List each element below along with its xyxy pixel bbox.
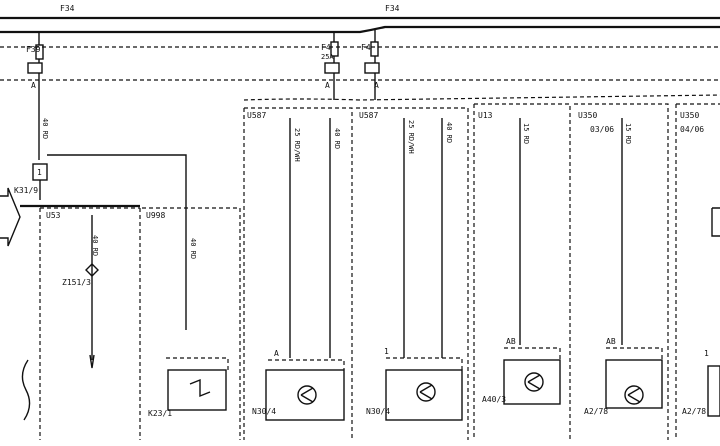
wire-color-label: 40 RD	[41, 118, 49, 139]
incoming-arrow	[0, 187, 21, 247]
power-bus: F34 F34	[0, 4, 720, 81]
splice-box-u350-a	[574, 103, 669, 440]
fuse-f39: F39 A	[26, 32, 44, 160]
splice-label: U13	[478, 111, 493, 120]
fuse-label: F39	[26, 45, 41, 54]
component-a2-78-b: 1 A2/78	[682, 349, 720, 417]
component-label: N30/4	[366, 407, 390, 416]
wire-color-label: 15 RD	[624, 123, 632, 144]
component-n30-4-b: 1 N30/4	[366, 347, 463, 421]
break-mark	[711, 207, 720, 237]
component-a40-3: AB A40/3	[482, 337, 561, 405]
splice-label: U998	[146, 211, 165, 220]
fuse-rating: 25A	[321, 53, 334, 61]
diode-label: Z151/3	[62, 278, 91, 287]
component-a2-78-a: AB A2/78	[584, 337, 663, 416]
splice-label: U587	[359, 111, 378, 120]
splice-label: U53	[46, 211, 61, 220]
page-ref: 04/06	[680, 125, 704, 134]
fuse-label: F4	[321, 43, 331, 52]
component-pin: AB	[506, 337, 516, 346]
component-pin: 1	[704, 349, 709, 358]
component-pin: A	[274, 349, 279, 358]
component-k23-1: K23/1	[148, 357, 229, 418]
wire-color-label: 25 RD/WH	[407, 120, 415, 154]
component-label: A2/78	[584, 407, 608, 416]
bus-label-left: F34	[60, 4, 75, 13]
component-label: K23/1	[148, 409, 172, 418]
component-n30-4-a: A N30/4	[252, 349, 345, 421]
component-pin: AB	[606, 337, 616, 346]
splice-box-u350-b	[675, 103, 720, 440]
page-ref: 03/06	[590, 125, 614, 134]
splice-box-u13	[473, 103, 571, 440]
relay-pin: 1	[37, 168, 42, 177]
relay-k31-9: 1 K31/9	[14, 154, 187, 330]
wire-color-label: 40 RD	[189, 238, 197, 259]
fuse-pin: A	[31, 81, 36, 90]
splice-box-u998	[142, 207, 241, 440]
wire-color-label: 15 RD	[522, 123, 530, 144]
break-mark	[21, 359, 31, 421]
splice-label: U350	[578, 111, 597, 120]
relay-label: K31/9	[14, 186, 38, 195]
fuse-f4-b: F4 A	[361, 30, 380, 100]
wire-color-label: 40 RD	[445, 122, 453, 143]
splice-box-u587-a	[243, 107, 353, 440]
component-label: A2/78	[682, 407, 706, 416]
component-label: A40/3	[482, 395, 506, 404]
fuse-pin: A	[374, 81, 379, 90]
fuse-f4-a: F4 25A A	[321, 32, 340, 100]
splice-box-u53	[39, 207, 141, 440]
bus-label-right: F34	[385, 4, 400, 13]
diode-z151-3: Z151/3	[62, 263, 99, 287]
component-label: N30/4	[252, 407, 276, 416]
wire-color-label: 25 RD/WH	[293, 128, 301, 162]
splice-box-u587-b	[356, 107, 469, 440]
wire-color-label: 40 RD	[333, 128, 341, 149]
fuse-label: F4	[361, 43, 371, 52]
splice-label: U587	[247, 111, 266, 120]
component-pin: 1	[384, 347, 389, 356]
wire-color-label: 40 RD	[91, 235, 99, 256]
fuse-pin: A	[325, 81, 330, 90]
splice-label: U350	[680, 111, 699, 120]
